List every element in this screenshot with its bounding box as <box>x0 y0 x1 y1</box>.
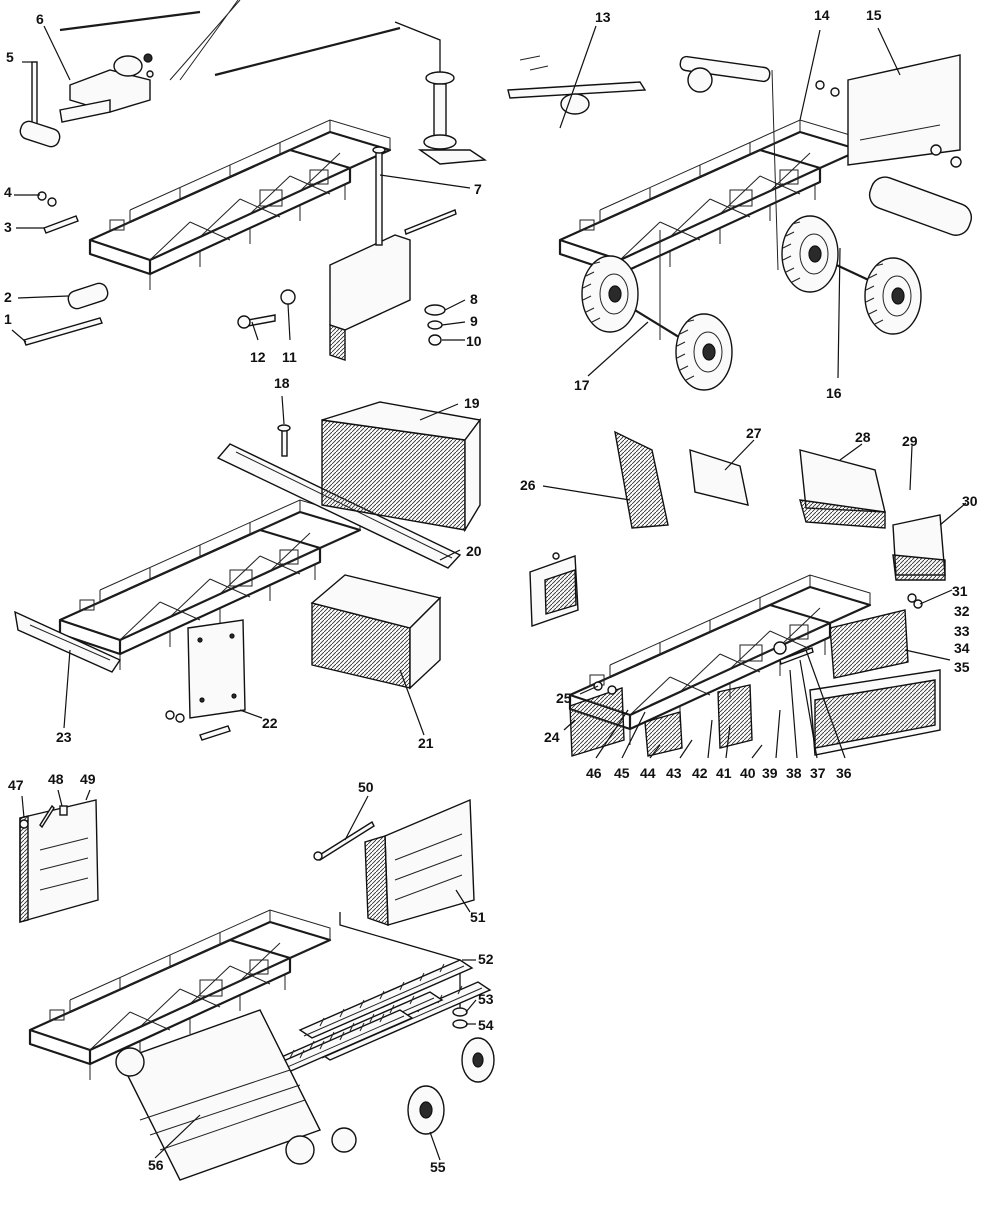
callout-37: 37 <box>810 765 826 781</box>
callout-39: 39 <box>762 765 778 781</box>
callout-54: 54 <box>478 1017 494 1033</box>
callout-55: 55 <box>430 1159 446 1175</box>
callout-12: 12 <box>250 349 266 365</box>
callout-5: 5 <box>6 49 14 65</box>
callout-23: 23 <box>56 729 72 745</box>
callout-41: 41 <box>716 765 732 781</box>
callout-33: 33 <box>954 623 970 639</box>
callout-2: 2 <box>4 289 12 305</box>
callout-51: 51 <box>470 909 486 925</box>
callout-48: 48 <box>48 771 64 787</box>
callout-22: 22 <box>262 715 278 731</box>
callout-1: 1 <box>4 311 12 327</box>
callout-17: 17 <box>574 377 590 393</box>
callout-45: 45 <box>614 765 630 781</box>
callout-31: 31 <box>952 583 968 599</box>
callout-11: 11 <box>282 349 297 365</box>
callout-50: 50 <box>358 779 374 795</box>
callout-4: 4 <box>4 184 12 200</box>
running-gear-q2 <box>507 25 973 391</box>
callout-24: 24 <box>544 729 560 745</box>
callout-26: 26 <box>520 477 536 493</box>
callout-46: 46 <box>586 765 602 781</box>
callout-6: 6 <box>36 11 44 27</box>
callout-43: 43 <box>666 765 682 781</box>
callout-52: 52 <box>478 951 494 967</box>
callout-14: 14 <box>814 7 830 23</box>
roller-assembly-q5 <box>19 789 495 1181</box>
callout-53: 53 <box>478 991 494 1007</box>
callout-16: 16 <box>826 385 842 401</box>
callout-44: 44 <box>640 765 656 781</box>
sheet-metal-q4 <box>529 430 967 759</box>
callout-25: 25 <box>556 690 572 706</box>
callout-29: 29 <box>902 433 918 449</box>
callout-35: 35 <box>954 659 970 675</box>
callout-15: 15 <box>866 7 882 23</box>
callout-10: 10 <box>466 333 482 349</box>
callout-56: 56 <box>148 1157 164 1173</box>
callout-18: 18 <box>274 375 290 391</box>
callout-7: 7 <box>474 181 482 197</box>
callout-38: 38 <box>786 765 802 781</box>
callout-13: 13 <box>595 9 611 25</box>
callout-3: 3 <box>4 219 12 235</box>
callout-49: 49 <box>80 771 96 787</box>
cover-assembly-q3 <box>14 395 482 741</box>
callout-labels: 1 2 3 4 5 6 7 8 9 10 11 12 13 14 15 16 1… <box>4 7 978 1175</box>
callout-21: 21 <box>418 735 434 751</box>
callout-20: 20 <box>466 543 482 559</box>
callout-40: 40 <box>740 765 756 781</box>
callout-32: 32 <box>954 603 970 619</box>
callout-34: 34 <box>954 640 970 656</box>
callout-42: 42 <box>692 765 708 781</box>
callout-30: 30 <box>962 493 978 509</box>
callout-28: 28 <box>855 429 871 445</box>
callout-47: 47 <box>8 777 24 793</box>
callout-8: 8 <box>470 291 478 307</box>
callout-27: 27 <box>746 425 762 441</box>
callout-36: 36 <box>836 765 852 781</box>
frame-assembly-q1 <box>11 0 488 361</box>
callout-9: 9 <box>470 313 478 329</box>
callout-19: 19 <box>464 395 480 411</box>
